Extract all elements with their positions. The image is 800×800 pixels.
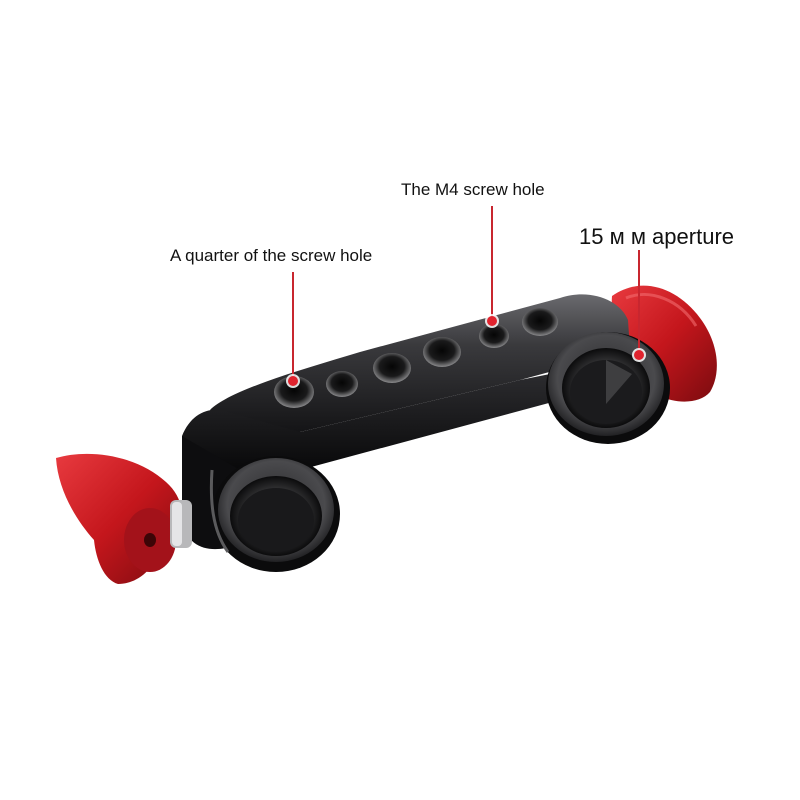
top-screw-holes bbox=[274, 308, 558, 408]
aperture-label: 15 м м aperture bbox=[579, 224, 734, 249]
m4-hole-leader-line bbox=[491, 206, 493, 320]
aperture-marker-dot bbox=[634, 350, 644, 360]
left-rod-ring bbox=[209, 456, 340, 572]
quarter-hole-marker-dot bbox=[288, 376, 298, 386]
m4-hole-marker-dot bbox=[487, 316, 497, 326]
left-red-knob bbox=[56, 453, 192, 584]
aperture-leader-line bbox=[638, 250, 640, 354]
right-rod-ring bbox=[546, 332, 670, 444]
quarter-screw-hole-label: A quarter of the screw hole bbox=[170, 246, 373, 265]
m4-screw-hole-label: The M4 screw hole bbox=[401, 180, 545, 199]
quarter-hole-leader-line bbox=[292, 272, 294, 382]
